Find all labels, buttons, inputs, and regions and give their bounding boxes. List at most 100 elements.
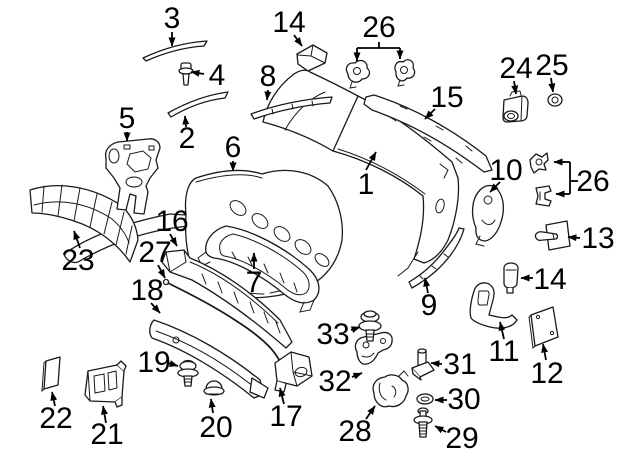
callout-11: 11 <box>488 321 520 368</box>
callout-label-21: 21 <box>90 418 123 451</box>
callout-26-right: 26 <box>553 158 610 198</box>
callout-7: 7 <box>246 252 263 299</box>
callout-label-14-top: 14 <box>272 6 305 39</box>
callout-label-24: 24 <box>499 52 532 85</box>
callout-label-27: 27 <box>138 236 171 269</box>
part-26-sensor-bracket-d <box>535 185 552 207</box>
part-16-energy-absorber <box>161 249 293 349</box>
part-10-side-support <box>471 184 505 247</box>
part-17-mounting-bracket <box>274 351 313 393</box>
part-29-screw <box>413 407 433 438</box>
part-18-impact-bar <box>149 319 269 399</box>
callout-label-9: 9 <box>421 289 438 322</box>
callout-label-17: 17 <box>269 400 302 433</box>
callout-13: 13 <box>567 222 615 255</box>
callout-14-right: 14 <box>520 263 567 296</box>
part-19-bolt <box>177 359 199 387</box>
part-12-mounting-pad <box>528 306 559 350</box>
part-30-o-ring <box>416 393 434 405</box>
callout-14-top: 14 <box>272 6 306 47</box>
callout-label-3: 3 <box>164 2 181 35</box>
callout-1: 1 <box>358 151 377 201</box>
callout-10: 10 <box>489 154 523 193</box>
part-32-bracket <box>354 331 393 365</box>
callout-label-12: 12 <box>530 357 563 390</box>
callout-label-22: 22 <box>39 402 72 435</box>
callout-label-18: 18 <box>130 274 163 307</box>
callout-20: 20 <box>199 398 233 444</box>
callout-label-26-top: 26 <box>362 11 395 44</box>
callout-32: 32 <box>318 365 363 398</box>
part-26-sensor-bracket-c <box>529 152 549 174</box>
callout-15: 15 <box>424 81 464 120</box>
callout-5: 5 <box>119 102 136 142</box>
part-24-park-sensor <box>502 90 529 123</box>
callout-label-31: 31 <box>443 348 476 381</box>
callout-12: 12 <box>530 343 564 390</box>
callout-22: 22 <box>39 391 73 435</box>
callout-label-14-right: 14 <box>533 263 566 296</box>
part-20-push-nut <box>203 380 225 396</box>
callout-label-8: 8 <box>260 60 277 93</box>
callout-16: 16 <box>155 205 189 247</box>
callout-label-13: 13 <box>581 222 614 255</box>
callout-label-33: 33 <box>316 318 349 351</box>
callout-3: 3 <box>164 2 181 47</box>
callout-label-1: 1 <box>358 168 375 201</box>
callout-17: 17 <box>269 387 303 433</box>
callout-label-7: 7 <box>246 266 263 299</box>
callout-9: 9 <box>421 277 438 322</box>
part-8-seal-strip <box>250 96 333 120</box>
callout-label-20: 20 <box>199 411 232 444</box>
part-23-side-absorber <box>29 184 139 263</box>
callout-28: 28 <box>338 405 376 448</box>
part-14-cap-right <box>503 262 519 294</box>
callout-label-32: 32 <box>318 365 351 398</box>
callout-31: 31 <box>430 348 477 381</box>
part-26-sensor-bracket-a <box>345 59 371 89</box>
callout-label-30: 30 <box>447 383 480 416</box>
callout-30: 30 <box>434 383 481 416</box>
callout-23: 23 <box>61 230 95 277</box>
callout-25: 25 <box>535 49 569 93</box>
callout-8: 8 <box>260 60 277 101</box>
callout-27: 27 <box>138 236 172 279</box>
part-21-bracket-plate <box>84 360 127 408</box>
callout-label-28: 28 <box>338 415 371 448</box>
part-15-step-pad <box>363 94 493 173</box>
callout-label-29: 29 <box>445 422 478 455</box>
part-1-bumper-cover <box>262 69 460 277</box>
part-33-bolt-washer <box>358 310 382 342</box>
callout-label-23: 23 <box>61 244 94 277</box>
callout-label-4: 4 <box>209 59 226 92</box>
callout-label-5: 5 <box>119 102 136 135</box>
callout-21: 21 <box>90 405 124 451</box>
callout-label-2: 2 <box>179 122 196 155</box>
callout-26-top: 26 <box>353 11 404 62</box>
callout-33: 33 <box>316 318 361 351</box>
callout-label-10: 10 <box>489 154 522 187</box>
callout-label-6: 6 <box>225 131 242 164</box>
callout-6: 6 <box>225 131 242 172</box>
callout-label-16: 16 <box>155 205 188 238</box>
part-9-lower-trim-strip <box>408 227 465 289</box>
callout-label-25: 25 <box>535 49 568 82</box>
part-7-mounting-rail <box>197 225 320 313</box>
part-31-stud-clip <box>411 348 435 381</box>
part-14-cap-top <box>296 44 328 72</box>
callout-label-11: 11 <box>488 335 519 368</box>
callout-label-15: 15 <box>430 81 463 114</box>
callout-label-26-right: 26 <box>576 165 609 198</box>
part-5-side-bracket <box>104 138 161 215</box>
callout-19: 19 <box>137 346 179 379</box>
part-25-grommet <box>547 93 563 107</box>
callout-label-19: 19 <box>137 346 170 379</box>
callout-29: 29 <box>434 422 479 455</box>
part-26-sensor-bracket-b <box>394 59 416 87</box>
part-4-rivet <box>178 62 194 86</box>
callout-24: 24 <box>499 52 533 95</box>
part-28-sensor-housing <box>372 370 409 408</box>
callout-2: 2 <box>179 115 196 155</box>
